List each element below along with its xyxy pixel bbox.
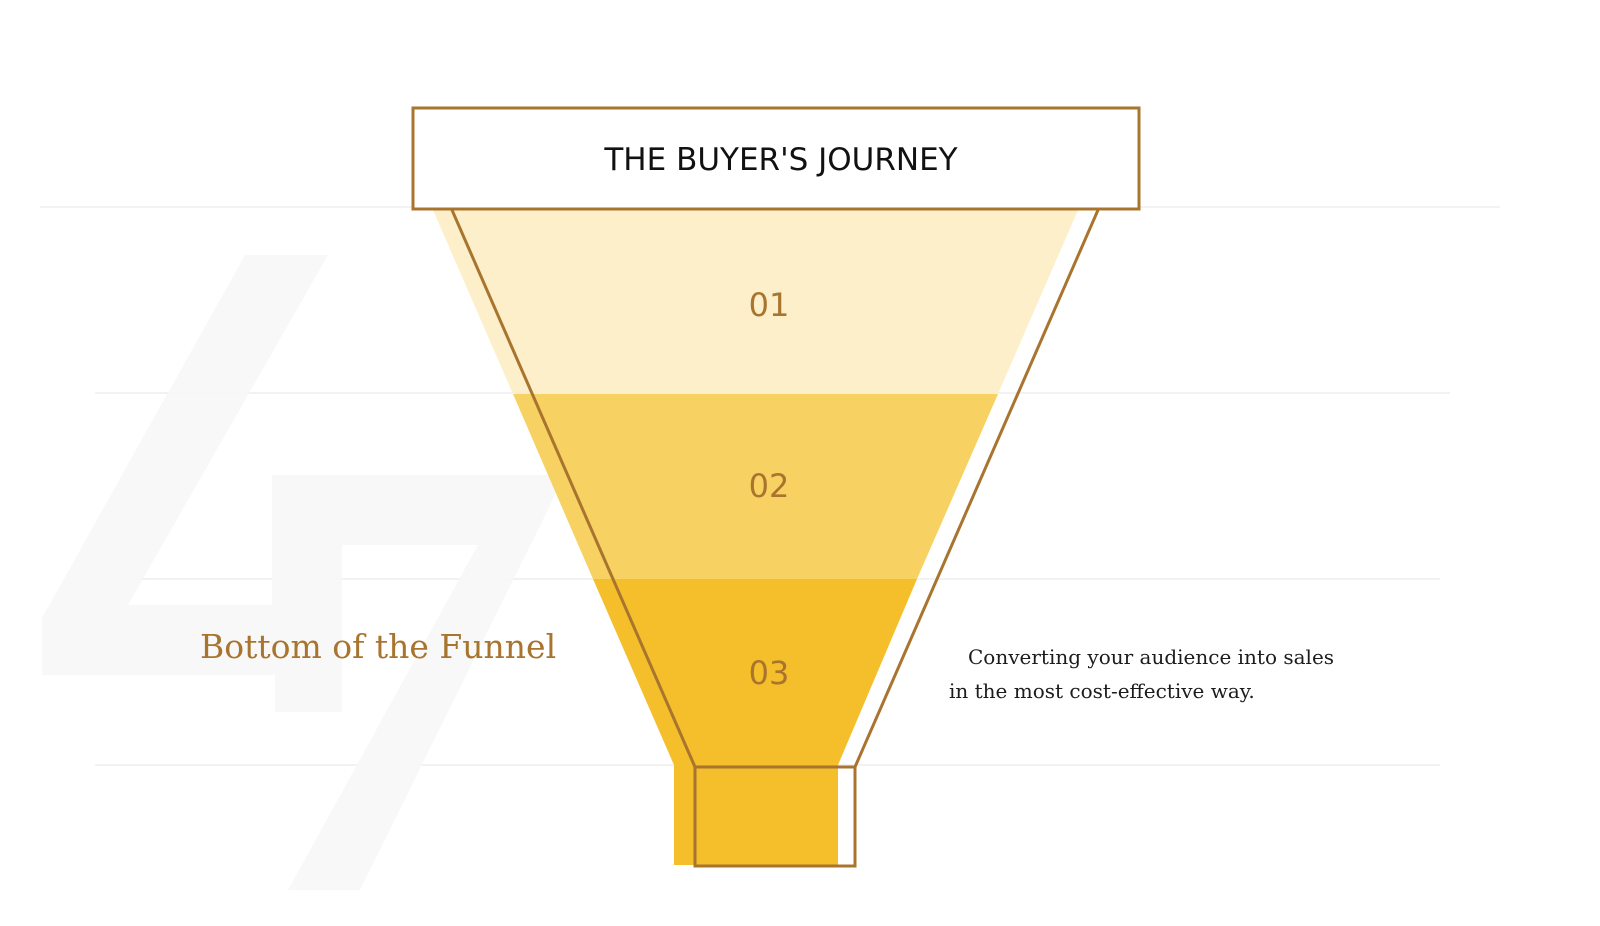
funnel-outline-left bbox=[450, 209, 697, 768]
stage-description-line-1: Converting your audience into sales bbox=[968, 645, 1335, 669]
stage-description: Converting your audience into sales in t… bbox=[949, 640, 1388, 708]
diagram-title: THE BUYER'S JOURNEY bbox=[603, 142, 957, 178]
funnel-spout-outline bbox=[693, 765, 857, 868]
funnel-stage-02 bbox=[513, 394, 998, 579]
watermark-logo bbox=[42, 255, 565, 890]
stage-number-01: 01 bbox=[749, 286, 790, 324]
stage-label: Bottom of the Funnel bbox=[200, 627, 557, 666]
stage-number-02: 02 bbox=[749, 467, 790, 505]
funnel-outline-right bbox=[853, 209, 1100, 768]
stage-description-line-2: in the most cost-effective way. bbox=[949, 679, 1255, 703]
funnel-spout-fill bbox=[674, 765, 838, 865]
stage-number-03: 03 bbox=[749, 654, 790, 692]
funnel-stage-01 bbox=[433, 210, 1078, 394]
title-box bbox=[411, 106, 1141, 211]
funnel-outline bbox=[450, 209, 1100, 868]
